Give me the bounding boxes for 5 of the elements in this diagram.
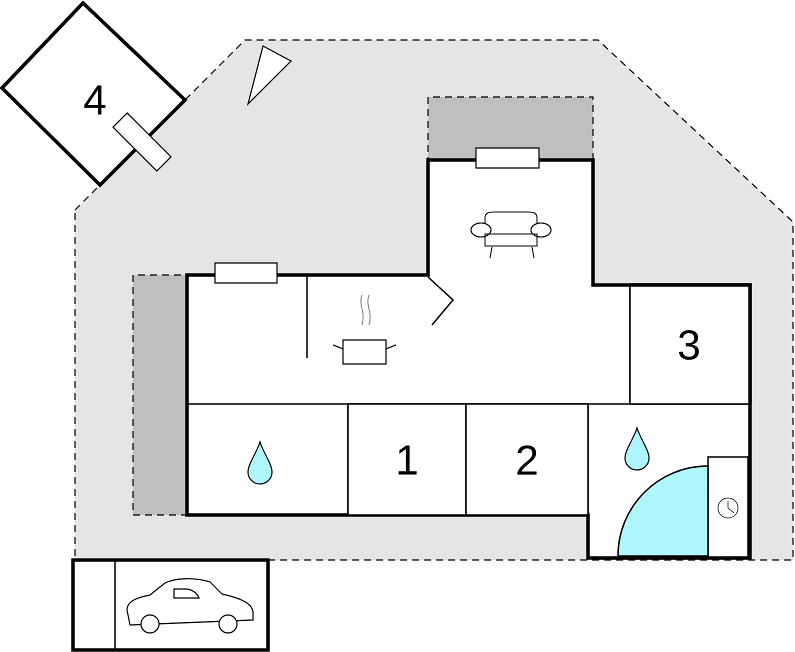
room: 1 — [347, 403, 467, 516]
shaded-area — [132, 274, 188, 516]
room: 3 — [629, 284, 751, 405]
shaded-area — [427, 96, 594, 161]
room: 2 — [465, 403, 589, 516]
